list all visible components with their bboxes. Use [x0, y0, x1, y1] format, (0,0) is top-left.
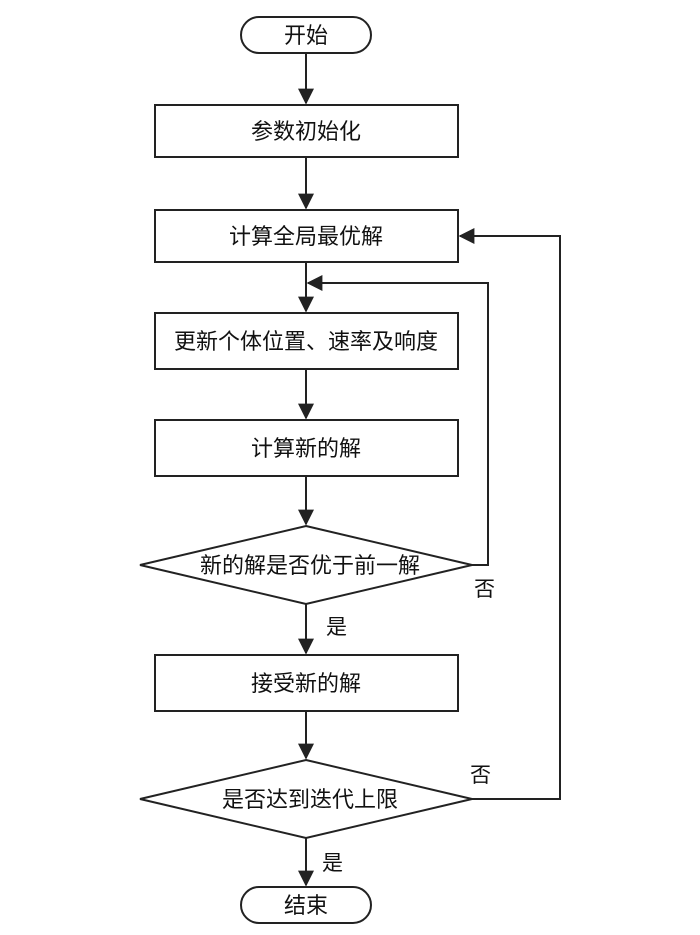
better-check-node: 新的解是否优于前一解 [139, 524, 473, 606]
global-best-label: 计算全局最优解 [229, 225, 383, 250]
global-best-node: 计算全局最优解 [154, 209, 459, 263]
iter-no-label: 否 [470, 763, 491, 787]
init-label: 参数初始化 [251, 120, 361, 145]
edge-better-no-loop [306, 275, 489, 566]
accept-node: 接受新的解 [154, 654, 459, 712]
end-node: 结束 [240, 886, 372, 924]
update-node: 更新个体位置、速率及响度 [154, 312, 459, 370]
new-solution-node: 计算新的解 [154, 419, 459, 477]
new-solution-label: 计算新的解 [251, 437, 361, 462]
better-check-label: 新的解是否优于前一解 [200, 554, 420, 579]
better-yes-label: 是 [326, 615, 347, 639]
start-node: 开始 [240, 16, 372, 54]
start-label: 开始 [284, 24, 328, 49]
end-label: 结束 [284, 894, 328, 919]
edge-iter-no-loop [458, 228, 561, 800]
iter-check-label: 是否达到迭代上限 [222, 788, 398, 813]
iter-check-node: 是否达到迭代上限 [139, 758, 473, 840]
better-no-label: 否 [474, 577, 495, 601]
init-node: 参数初始化 [154, 104, 459, 158]
update-label: 更新个体位置、速率及响度 [174, 330, 438, 355]
iter-yes-label: 是 [322, 851, 343, 875]
accept-label: 接受新的解 [251, 672, 361, 697]
